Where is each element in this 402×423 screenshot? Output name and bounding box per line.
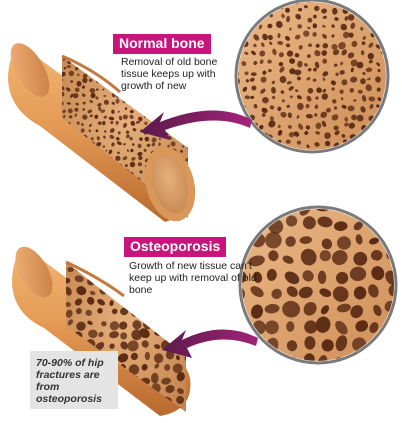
osteoporosis-label: Osteoporosis — [124, 237, 226, 257]
normal-bone-label: Normal bone — [113, 34, 211, 54]
normal-bone-magnified-view — [230, 0, 388, 152]
normal-bone-arrow — [140, 110, 252, 140]
hip-fracture-fact-box: 70-90% of hip fractures are from osteopo… — [30, 351, 118, 409]
osteoporosis-description: Growth of new tissue can't keep up with … — [129, 260, 259, 296]
normal-bone-description: Removal of old bone tissue keeps up with… — [121, 56, 221, 92]
osteoporosis-bone-arrow — [162, 329, 258, 358]
hip-fracture-fact-text: 70-90% of hip fractures are from osteopo… — [36, 357, 120, 405]
